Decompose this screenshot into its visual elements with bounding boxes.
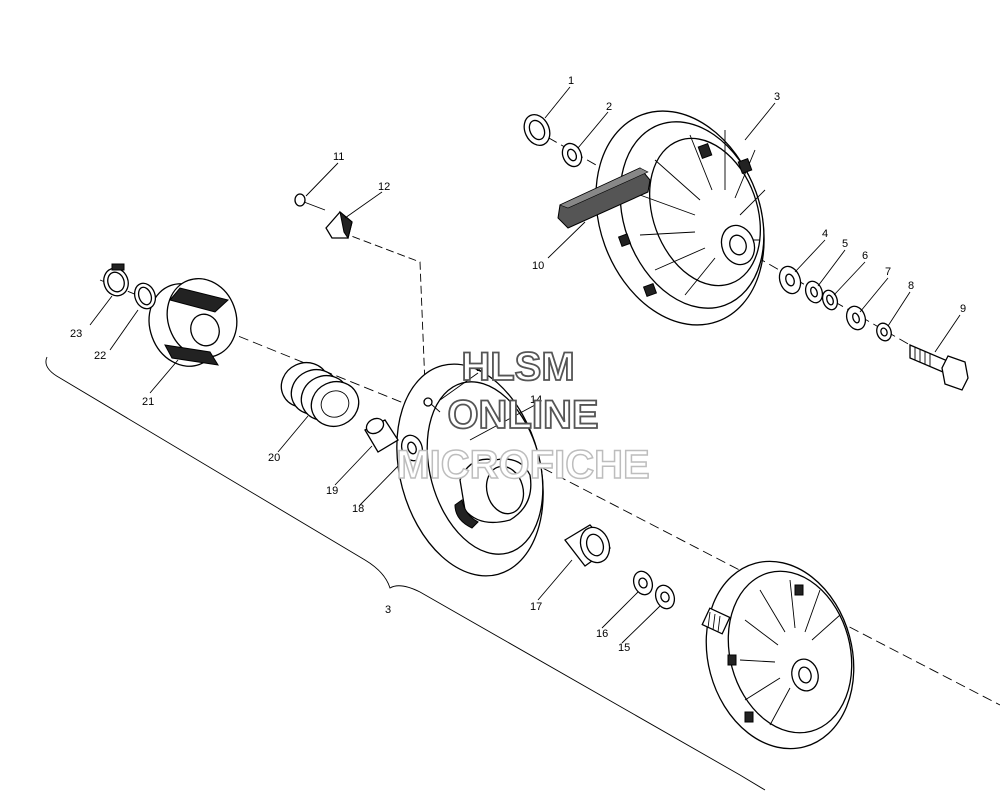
callout-22: 22: [94, 350, 106, 362]
part-6-washer: [821, 289, 839, 311]
part-17-bearing: [564, 524, 611, 567]
part-3-sheave-lower: [701, 560, 855, 750]
part-19-bushing: [364, 417, 399, 453]
callout-1: 1: [568, 75, 574, 87]
watermark-line-1: HLSM: [461, 345, 574, 389]
part-21-helix-cam: [148, 278, 238, 367]
callout-labels: 1 2 3 4 5 6 7 8 9 10 11 12 13 14 15 16 1…: [70, 75, 966, 654]
callout-3: 3: [774, 91, 780, 103]
callout-14: 14: [530, 394, 542, 406]
part-1-bushing: [523, 113, 551, 147]
part-18-washer: [400, 434, 424, 462]
callout-11: 11: [333, 151, 344, 163]
part-14-movable-sheave: [396, 363, 544, 577]
callout-10: 10: [532, 260, 544, 272]
part-7-washer: [845, 305, 867, 331]
callout-12: 12: [378, 181, 390, 193]
callout-23: 23: [70, 328, 82, 340]
callout-9: 9: [960, 303, 966, 315]
leader-lines: [89, 86, 961, 644]
part-20-spring: [280, 361, 360, 428]
watermark: HLSM ONLINE MICROFICHE: [396, 344, 651, 488]
part-9-bolt: [909, 344, 969, 391]
part-5-washer: [804, 280, 824, 304]
callout-8: 8: [908, 280, 914, 292]
part-23-snap-ring: [103, 263, 129, 297]
part-15-washer: [654, 584, 676, 610]
part-10-belt-strip: [557, 167, 651, 229]
part-4-washer: [778, 265, 802, 295]
part-11-screw: [294, 193, 326, 211]
callout-4: 4: [822, 228, 828, 240]
part-12-ramp-button: [325, 210, 353, 240]
callout-7: 7: [885, 266, 891, 278]
callout-16: 16: [596, 628, 608, 640]
callout-20: 20: [268, 452, 280, 464]
part-16-washer: [632, 570, 654, 596]
group-label: 3: [385, 604, 391, 616]
part-22-washer: [133, 282, 157, 310]
assembly-bracket: [45, 356, 766, 791]
callout-21: 21: [142, 396, 154, 408]
part-2-washer: [561, 142, 583, 168]
callout-5: 5: [842, 238, 848, 250]
callout-13: 13: [476, 362, 488, 374]
callout-18: 18: [352, 503, 364, 515]
part-3-sheave-upper: [595, 110, 766, 326]
callout-15: 15: [618, 642, 630, 654]
watermark-line-3: MICROFICHE: [396, 443, 649, 487]
watermark-line-2: ONLINE: [447, 393, 598, 437]
callout-19: 19: [326, 485, 338, 497]
part-8-lockwasher: [876, 322, 892, 342]
callout-6: 6: [862, 250, 868, 262]
callout-17: 17: [530, 601, 542, 613]
callout-2: 2: [606, 101, 612, 113]
part-13-screw: [423, 397, 441, 413]
